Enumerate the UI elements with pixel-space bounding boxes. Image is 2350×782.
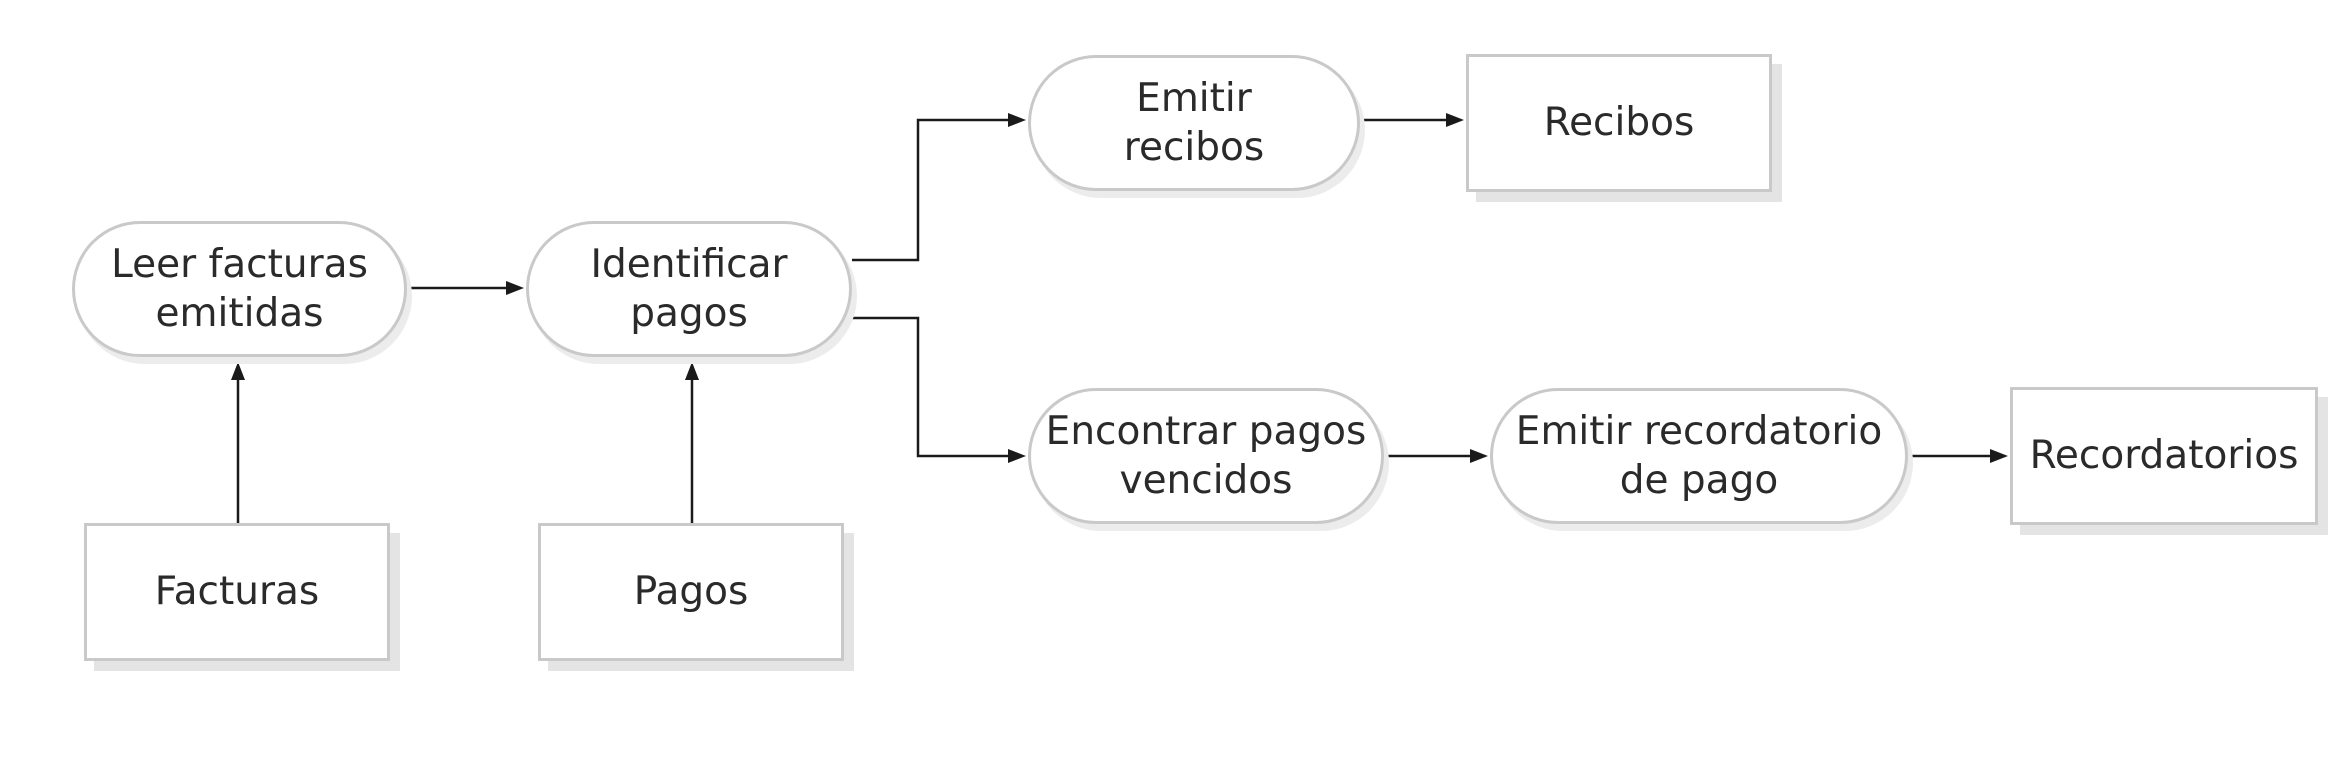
- process-encontrar-pagos-vencidos: Encontrar pagos vencidos: [1028, 388, 1384, 524]
- arrowhead-emitir-recibos-to-recibos: [1446, 113, 1464, 127]
- store-recibos: Recibos: [1466, 54, 1772, 192]
- process-identificar-pagos-label: Identificar pagos: [590, 241, 788, 336]
- process-leer-facturas-emitidas: Leer facturas emitidas: [72, 221, 407, 357]
- store-facturas-label: Facturas: [154, 569, 320, 615]
- store-recibos-label: Recibos: [1543, 100, 1695, 146]
- arrowhead-identificar-to-emitir-recibos: [1008, 113, 1026, 127]
- arrowhead-pagos-to-identificar: [685, 362, 699, 380]
- arrowhead-encontrar-to-emitir-recordatorio: [1470, 449, 1488, 463]
- process-emitir-recordatorio-de-pago-label: Emitir recordatorio de pago: [1515, 408, 1883, 503]
- store-facturas: Facturas: [84, 523, 390, 661]
- arrowhead-identificar-to-encontrar: [1008, 449, 1026, 463]
- store-pagos: Pagos: [538, 523, 844, 661]
- process-leer-facturas-emitidas-label: Leer facturas emitidas: [111, 241, 368, 336]
- process-emitir-recordatorio-de-pago: Emitir recordatorio de pago: [1490, 388, 1908, 524]
- process-emitir-recibos: Emitir recibos: [1028, 55, 1360, 191]
- edge-identificar-to-encontrar: [852, 316, 1010, 458]
- arrowhead-emitir-recordatorio-to-recordatorios: [1990, 449, 2008, 463]
- process-identificar-pagos: Identificar pagos: [526, 221, 852, 357]
- store-recordatorios: Recordatorios: [2010, 387, 2318, 525]
- store-pagos-label: Pagos: [633, 569, 749, 615]
- arrowhead-leer-to-identificar: [506, 281, 524, 295]
- edge-identificar-to-emitir-recibos: [852, 118, 1010, 262]
- store-recordatorios-label: Recordatorios: [2029, 433, 2299, 479]
- process-emitir-recibos-label: Emitir recibos: [1123, 75, 1265, 170]
- process-encontrar-pagos-vencidos-label: Encontrar pagos vencidos: [1045, 408, 1367, 503]
- arrowhead-facturas-to-leer: [231, 362, 245, 380]
